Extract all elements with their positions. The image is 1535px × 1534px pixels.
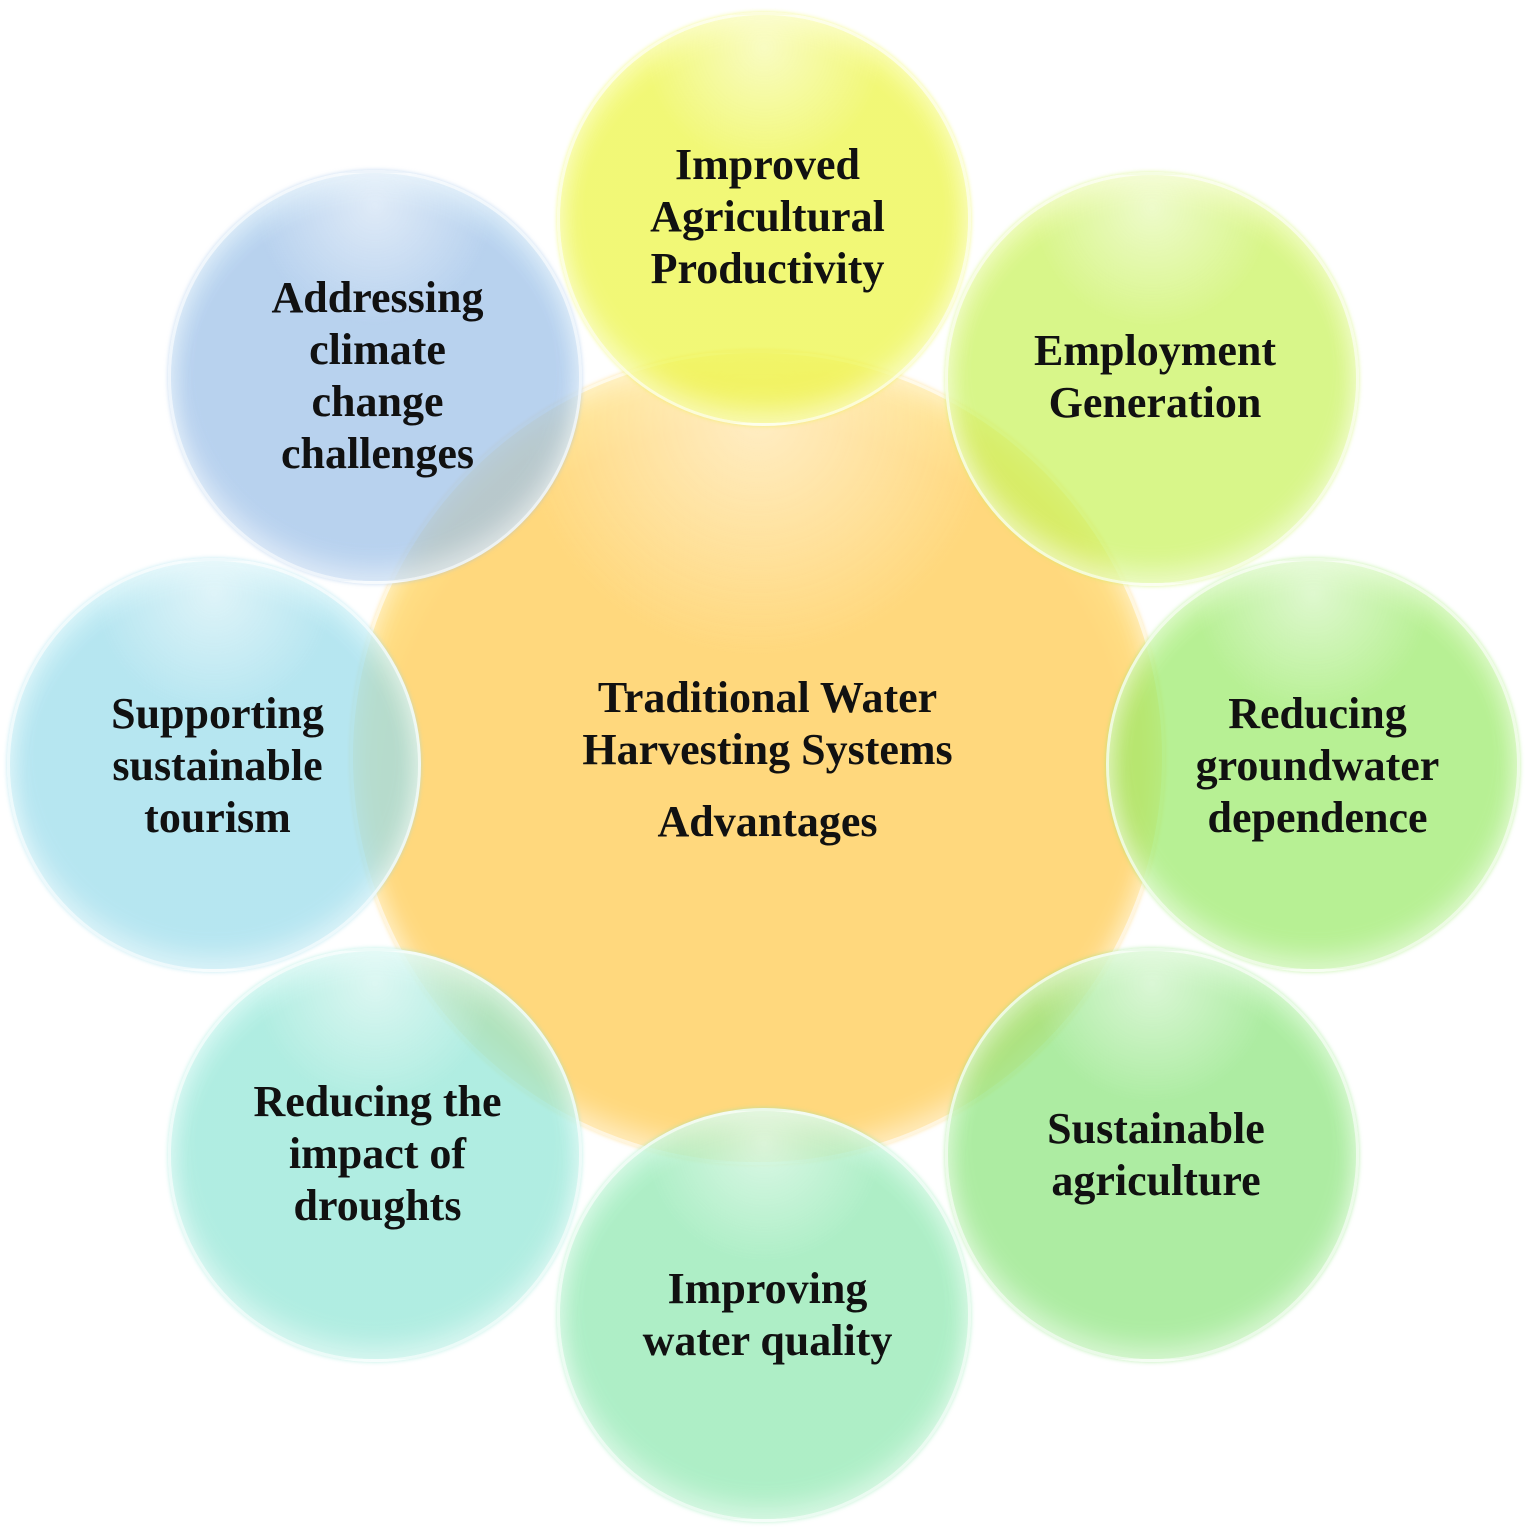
- petal-reducing-impact-of-droughts: [168, 948, 582, 1362]
- petal-addressing-climate-change-challenges: [168, 170, 582, 584]
- petal-supporting-sustainable-tourism: [7, 558, 421, 972]
- petal-sustainable-agriculture: [945, 948, 1359, 1362]
- petal-reducing-groundwater-dependence: [1106, 558, 1520, 972]
- petal-employment-generation: [945, 172, 1359, 586]
- petal-improved-agricultural-productivity: [557, 12, 971, 426]
- petal-improving-water-quality: [557, 1108, 971, 1522]
